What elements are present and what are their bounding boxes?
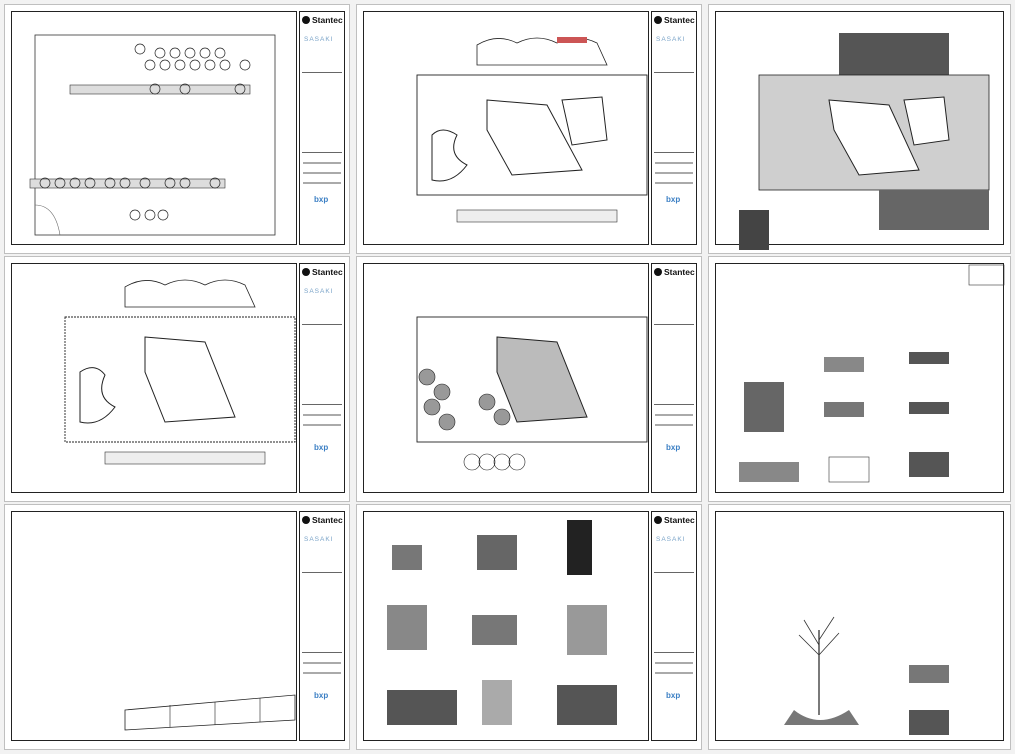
partner-logo: bxp bbox=[666, 691, 681, 700]
partner-logo: SASAKI bbox=[304, 288, 334, 295]
brand-logo: Stantec bbox=[654, 15, 695, 25]
brand-logo: Stantec bbox=[302, 267, 343, 277]
drawing-frame bbox=[715, 263, 1004, 493]
brand-mark-icon bbox=[654, 268, 662, 276]
brand-mark-icon bbox=[654, 16, 662, 24]
sheet-6[interactable] bbox=[708, 256, 1011, 502]
drawing-frame bbox=[715, 511, 1004, 741]
partner-logo: SASAKI bbox=[656, 36, 686, 43]
brand-logo: Stantec bbox=[302, 515, 343, 525]
brand-mark-icon bbox=[302, 268, 310, 276]
title-block: Stantec SASAKI bxp bbox=[651, 11, 697, 245]
sheet-8[interactable]: Stantec SASAKI bxp bbox=[356, 504, 702, 750]
partner-logo: SASAKI bbox=[656, 536, 686, 543]
sheet-1[interactable]: Stantec SASAKI bxp bbox=[4, 4, 350, 254]
paving-details-drawing bbox=[739, 264, 1005, 483]
sheet-7[interactable]: Stantec SASAKI bxp bbox=[4, 504, 350, 750]
drawing-frame bbox=[11, 11, 297, 245]
sheet-3[interactable] bbox=[708, 4, 1011, 254]
drawing-frame bbox=[11, 511, 297, 741]
partner-logo: SASAKI bbox=[304, 36, 334, 43]
partner-logo: bxp bbox=[314, 443, 329, 452]
site-plan-paving-drawing bbox=[739, 33, 990, 250]
brand-mark-icon bbox=[302, 516, 310, 524]
title-block: Stantec SASAKI bxp bbox=[651, 511, 697, 741]
title-block: Stantec SASAKI bxp bbox=[299, 511, 345, 741]
tree-planting-details-drawing bbox=[784, 616, 949, 735]
site-plan-layout-drawing bbox=[416, 37, 648, 223]
drawing-frame bbox=[715, 11, 1004, 245]
title-block: Stantec bxp bbox=[651, 263, 697, 493]
elevation-drawing bbox=[124, 694, 296, 731]
brand-logo: Stantec bbox=[302, 15, 343, 25]
site-plan-planting-drawing bbox=[416, 316, 648, 471]
site-plan-trees-drawing bbox=[29, 34, 276, 236]
sheet-2[interactable]: Stantec SASAKI bxp bbox=[356, 4, 702, 254]
brand-logo: Stantec bbox=[654, 267, 695, 277]
partner-logo: SASAKI bbox=[304, 536, 334, 543]
brand-mark-icon bbox=[302, 16, 310, 24]
partner-logo: bxp bbox=[314, 195, 329, 204]
title-block: Stantec SASAKI bxp bbox=[299, 11, 345, 245]
title-block: Stantec SASAKI bxp bbox=[299, 263, 345, 493]
site-plan-grading-drawing bbox=[64, 279, 296, 465]
brand-logo: Stantec bbox=[654, 515, 695, 525]
drawing-frame bbox=[363, 263, 649, 493]
drawing-frame bbox=[363, 11, 649, 245]
wall-and-seat-details-drawing bbox=[387, 520, 617, 725]
sheet-5[interactable]: Stantec bxp bbox=[356, 256, 702, 502]
brand-mark-icon bbox=[654, 516, 662, 524]
partner-logo: bxp bbox=[666, 443, 681, 452]
sheet-4[interactable]: Stantec SASAKI bxp bbox=[4, 256, 350, 502]
drawing-frame bbox=[363, 511, 649, 741]
drawing-frame bbox=[11, 263, 297, 493]
partner-logo: bxp bbox=[666, 195, 681, 204]
partner-logo: bxp bbox=[314, 691, 329, 700]
sheet-9[interactable] bbox=[708, 504, 1011, 750]
